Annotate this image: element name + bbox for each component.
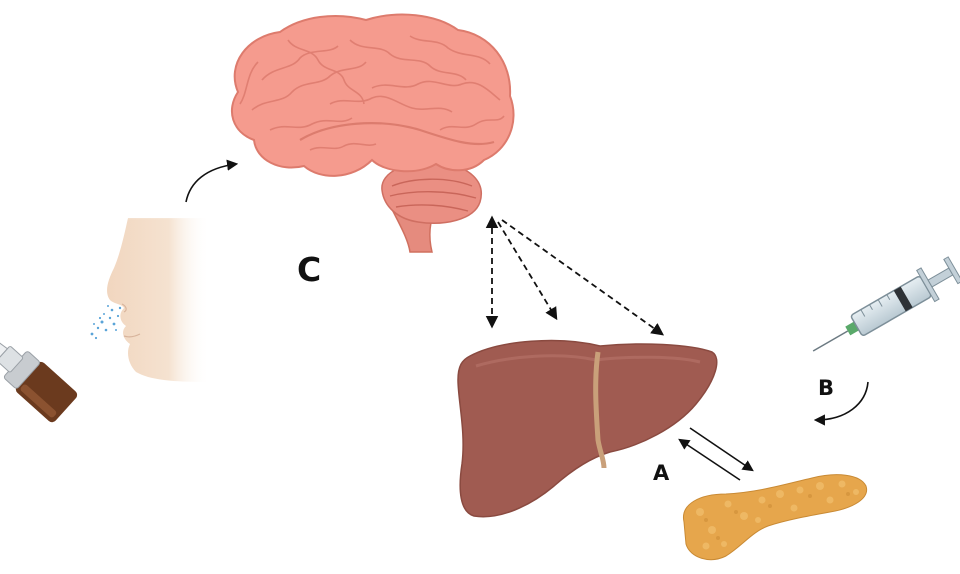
label-b: B <box>818 378 834 399</box>
syringe-icon <box>804 253 960 366</box>
label-c: C <box>297 253 321 286</box>
dashed-arrow-2 <box>498 222 556 318</box>
dashed-arrow-3 <box>502 220 662 334</box>
liver-icon <box>458 341 717 517</box>
pancreas-icon <box>683 475 866 560</box>
arrow-nose-to-brain <box>186 164 236 202</box>
label-a: A <box>653 463 669 484</box>
nasal-spray-icon <box>0 305 121 424</box>
arrow-liver-to-pancreas <box>690 428 752 470</box>
brain-icon <box>232 15 514 252</box>
arrow-pancreas-to-liver <box>680 440 740 480</box>
face-profile-icon <box>100 210 215 382</box>
